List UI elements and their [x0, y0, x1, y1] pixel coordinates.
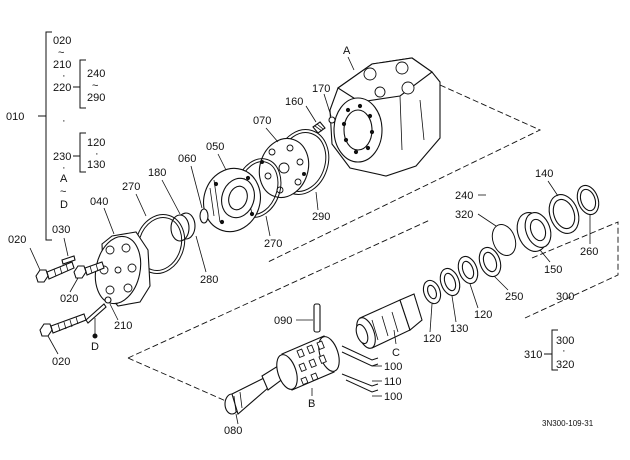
part-250-seal — [478, 246, 502, 278]
part-260-snap-ring — [576, 184, 600, 216]
label-A: A — [343, 45, 351, 57]
label-300-bracket: 300 — [556, 335, 574, 347]
label-210-top: 210 — [53, 59, 71, 71]
part-140-ring — [548, 194, 580, 234]
label-220-top: 220 — [53, 82, 71, 94]
label-150: 150 — [544, 264, 562, 276]
part-180-cap — [170, 212, 196, 242]
part-120-washer-right — [457, 255, 479, 285]
assembly-outline-left — [127, 357, 236, 406]
label-130: 130 — [450, 323, 468, 335]
label-130-top: 130 — [87, 159, 105, 171]
drawing-code: 3N300-109-31 — [542, 419, 594, 428]
part-320-oring — [491, 224, 517, 256]
label-140: 140 — [535, 168, 553, 180]
label-110: 110 — [384, 376, 402, 388]
bracket-010-line — [45, 31, 52, 241]
label-310: 310 — [524, 349, 542, 361]
label-120-top: 120 — [87, 137, 105, 149]
dot-mid: · — [62, 115, 66, 127]
part-020-bolt-lower — [39, 313, 87, 337]
label-280: 280 — [200, 274, 218, 286]
dot-230: · — [62, 162, 66, 174]
label-A-bracket: A — [60, 173, 68, 185]
part-090-pin — [313, 303, 321, 333]
bracket-310-line — [551, 329, 558, 371]
bracket-240-line — [79, 59, 86, 109]
label-070: 070 — [253, 115, 271, 127]
part-sleeve-C — [355, 293, 423, 349]
part-160-plug — [312, 121, 326, 134]
label-020-lower: 020 — [52, 356, 70, 368]
bracket-120-line — [79, 132, 86, 173]
label-270-left: 270 — [122, 181, 140, 193]
label-290-top: 290 — [87, 92, 105, 104]
label-D-bracket: D — [60, 199, 68, 211]
label-270-right: 270 — [264, 238, 282, 250]
label-120-left: 120 — [423, 333, 441, 345]
label-320: 320 — [455, 209, 473, 221]
dot-310: · — [562, 345, 566, 357]
label-B: B — [308, 398, 315, 410]
dot-120: · — [95, 148, 99, 160]
bracket-310-group: 310 300 · 320 — [524, 329, 574, 371]
part-020-bolt-upper — [35, 261, 75, 283]
part-210-pin — [85, 296, 112, 324]
assembly-outline-lower — [127, 219, 431, 359]
label-290: 290 — [312, 211, 330, 223]
label-100-lower: 100 — [384, 391, 402, 403]
label-100-upper: 100 — [384, 361, 402, 373]
label-080: 080 — [224, 425, 242, 437]
bracket-010-group: 010 020 ~ 210 · 220 240 ~ 290 · 230 · A … — [6, 31, 105, 241]
part-170-ball — [328, 116, 336, 124]
label-040: 040 — [90, 196, 108, 208]
part-150-bushing — [516, 212, 552, 252]
label-210: 210 — [114, 320, 132, 332]
assembly-outline-upper — [267, 84, 542, 263]
dot-top: · — [62, 70, 66, 82]
label-180: 180 — [148, 167, 166, 179]
label-300: 300 — [556, 291, 574, 303]
label-230: 230 — [53, 151, 71, 163]
label-C: C — [392, 347, 400, 359]
label-120-right: 120 — [474, 309, 492, 321]
label-320-bracket: 320 — [556, 359, 574, 371]
label-240-top: 240 — [87, 68, 105, 80]
tilde-bottom: ~ — [60, 186, 66, 198]
part-080-drive-shaft — [224, 365, 285, 415]
label-090: 090 — [274, 315, 292, 327]
tilde-top: ~ — [58, 47, 64, 59]
label-160: 160 — [285, 96, 303, 108]
label-D: D — [91, 341, 99, 353]
label-020-middle: 020 — [60, 293, 78, 305]
part-spool-B — [276, 335, 340, 391]
label-030: 030 — [52, 224, 70, 236]
tilde-240: ~ — [92, 80, 98, 92]
label-010: 010 — [6, 111, 24, 123]
housing-body-A — [329, 57, 441, 177]
part-060-spacer — [199, 208, 209, 224]
part-130-bearing — [439, 267, 461, 297]
label-020-upper: 020 — [8, 234, 26, 246]
part-050-gear-set — [203, 167, 261, 233]
part-040-end-cap — [94, 231, 151, 307]
label-170: 170 — [312, 83, 330, 95]
part-120-washer-left — [422, 279, 442, 305]
label-050: 050 — [206, 141, 224, 153]
label-060: 060 — [178, 153, 196, 165]
label-260: 260 — [580, 246, 598, 258]
assembly-outline-right — [524, 221, 619, 319]
part-020-bolt-middle — [73, 261, 105, 279]
label-240: 240 — [455, 190, 473, 202]
part-030-pin — [61, 255, 76, 265]
part-100-110-springs — [341, 345, 379, 393]
label-020-top: 020 — [53, 35, 71, 47]
label-250: 250 — [505, 291, 523, 303]
